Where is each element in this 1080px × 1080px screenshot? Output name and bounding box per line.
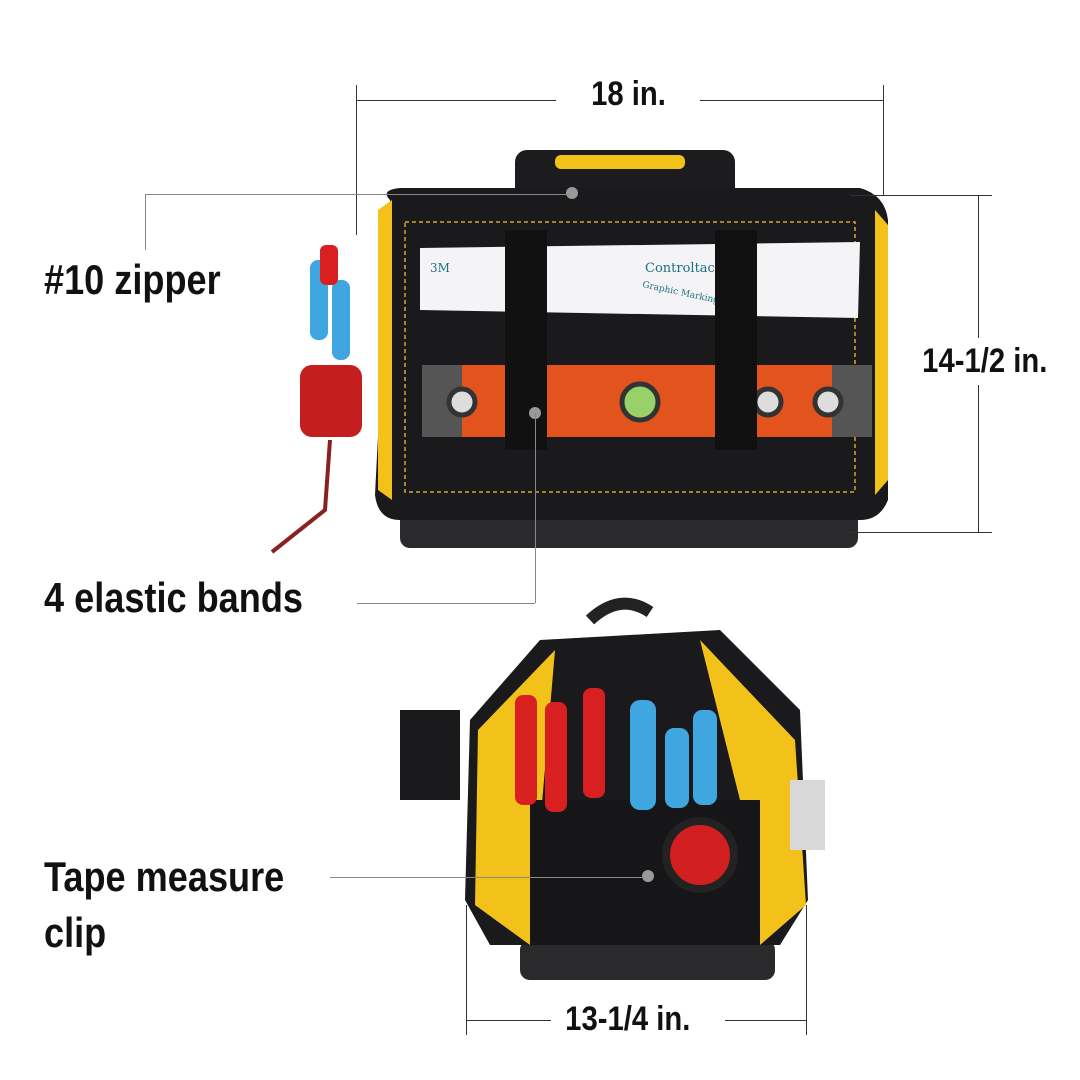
width-label: 18 in. [591, 75, 666, 113]
height-label: 14-1/2 in. [922, 342, 1048, 380]
width-extension-right [883, 85, 884, 195]
bag-side-panel-left [378, 200, 392, 500]
depth-line-left [466, 1020, 551, 1021]
level-hole [752, 386, 784, 418]
tape-measure [300, 365, 362, 437]
elastic-band-1 [505, 230, 547, 450]
side-panel-right [700, 640, 806, 945]
zipper-callout-dot [566, 187, 578, 199]
clip-leader [330, 877, 645, 878]
depth-extension-right [806, 905, 807, 1035]
screwdriver [545, 702, 567, 812]
screwdriver [332, 280, 350, 360]
clip-callout-line2: clip [44, 909, 107, 956]
side-view-bag [400, 597, 825, 980]
bands-leader-horizontal [357, 603, 535, 604]
paper-roll [420, 242, 860, 318]
side-base [520, 940, 775, 980]
height-line-top [978, 195, 979, 338]
zipper-leader-vertical [145, 194, 146, 250]
zipper-leader-horizontal [145, 194, 570, 195]
screwdriver [665, 728, 689, 808]
height-extension-top [850, 195, 992, 196]
roll-name: Controltac [645, 261, 715, 276]
level-vial [619, 381, 661, 423]
side-tape-measure [662, 817, 738, 893]
height-line-bottom [978, 385, 979, 532]
tape-lanyard [270, 439, 332, 554]
bag-body [375, 188, 888, 520]
front-view-bag: 3M Controltac Graphic Marking System [270, 150, 888, 554]
bands-callout: 4 elastic bands [44, 574, 303, 621]
elastic-band-2 [715, 230, 757, 450]
handle-grip [555, 155, 685, 169]
level-hole [446, 386, 478, 418]
bands-leader-vertical [535, 413, 536, 603]
bag-side-panel-right [875, 210, 888, 495]
width-line-left [356, 100, 556, 101]
clip-callout-dot [642, 870, 654, 882]
height-extension-bottom [850, 532, 992, 533]
width-extension-left [356, 85, 357, 235]
side-handle [585, 597, 654, 625]
screwdriver [583, 688, 605, 798]
depth-label: 13-1/4 in. [565, 1000, 691, 1038]
level-hole [812, 386, 844, 418]
stitching [404, 221, 856, 493]
width-line-right [700, 100, 883, 101]
roll-brand: 3M [430, 261, 450, 275]
depth-line-right [725, 1020, 806, 1021]
screwdriver [630, 700, 656, 810]
zipper-callout: #10 zipper [44, 256, 221, 303]
clip-callout-line1: Tape measure [44, 853, 285, 900]
side-tool [790, 780, 825, 850]
screwdriver [515, 695, 537, 805]
outer-pocket [400, 710, 460, 800]
screwdriver [320, 245, 338, 285]
depth-extension-left [466, 905, 467, 1035]
screwdriver [693, 710, 717, 805]
